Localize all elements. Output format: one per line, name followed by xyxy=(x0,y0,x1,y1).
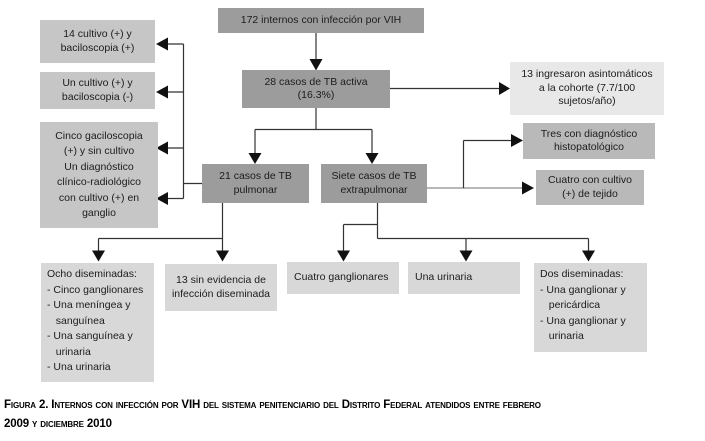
node-tres-diagnostico-histopatologico: Tres con diagnóstico histopatológico xyxy=(523,123,655,159)
node-siete-casos-tb-extrapulmonar: Siete casos de TB extrapulmonar xyxy=(321,164,427,203)
node-cuatro-cultivo-tejido: Cuatro con cultivo (+) de tejido xyxy=(536,170,644,205)
edge-tb-activa-split xyxy=(248,108,379,164)
connector-layer xyxy=(92,33,595,262)
node-ocho-diseminadas: Ocho diseminadas: - Cinco ganglionares -… xyxy=(41,263,154,382)
node-172-internos-vih: 172 internos con infección por VIH xyxy=(218,8,424,33)
edge-root-to-tb-activa xyxy=(309,33,323,71)
node-cinco-gaciloscopia-sin-cultivo: Cinco gaciloscopia (+) y sin cultivo Un … xyxy=(40,122,158,228)
edge-extrapulmonar-right xyxy=(427,134,534,195)
figure-caption: Figura 2. Internos con infección por VIH… xyxy=(4,399,541,430)
node-13-sin-evidencia: 13 sin evidencia de infección diseminada xyxy=(165,264,277,311)
node-una-urinaria: Una urinaria xyxy=(408,262,520,294)
edge-extrapulmonar-bottom-split xyxy=(337,203,595,262)
node-28-casos-tb-activa: 28 casos de TB activa (16.3%) xyxy=(242,70,390,108)
node-cuatro-ganglionares: Cuatro ganglionares xyxy=(287,262,399,294)
edge-left-rail xyxy=(156,37,202,205)
node-21-casos-tb-pulmonar: 21 casos de TB pulmonar xyxy=(202,164,309,203)
edge-tb-activa-to-asintomaticos xyxy=(390,82,510,95)
node-dos-diseminadas: Dos diseminadas: - Una ganglionar y peri… xyxy=(534,263,647,352)
node-14-cultivo-baciloscopia-pos: 14 cultivo (+) y baciloscopia (+) xyxy=(40,20,155,63)
node-un-cultivo-baciloscopia-neg: Un cultivo (+) y baciloscopia (-) xyxy=(40,72,155,109)
edge-pulmonar-bottom-split xyxy=(92,203,229,262)
node-13-ingresaron-asintomaticos: 13 ingresaron asintomáticos a la cohorte… xyxy=(510,62,664,115)
